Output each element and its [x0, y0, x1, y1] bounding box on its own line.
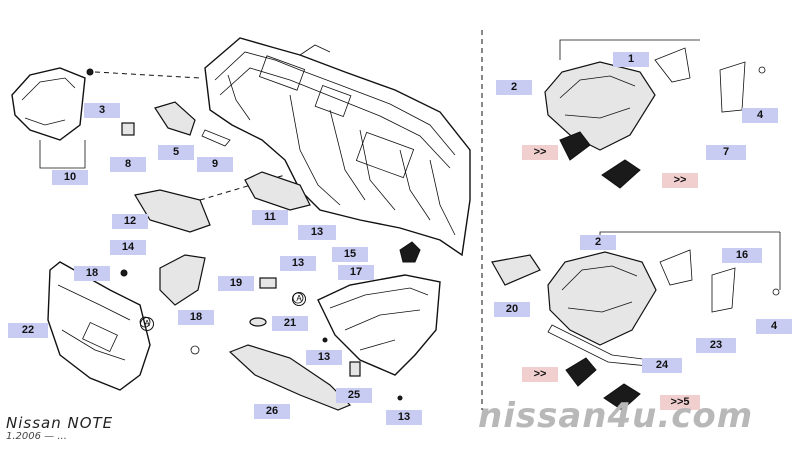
- callout-24: 24: [642, 358, 682, 373]
- callout-3: 3: [84, 103, 120, 118]
- marker-a-1: A: [140, 317, 154, 331]
- callout-15: 15: [332, 247, 368, 262]
- callout-18b: 18: [178, 310, 214, 325]
- callout-8: 8: [110, 157, 146, 172]
- callout-22: 22: [8, 323, 48, 338]
- marker-a-2: A: [292, 292, 306, 306]
- callout-5: 5: [158, 145, 194, 160]
- callout-11: 11: [252, 210, 288, 225]
- callout-19: 19: [218, 276, 254, 291]
- callout-4b: 4: [756, 319, 792, 334]
- dashboard-main-panel: [204, 37, 471, 257]
- callout-7: 7: [706, 145, 746, 160]
- part-clips: [121, 101, 231, 147]
- callout-25: 25: [336, 388, 372, 403]
- model-label: Nissan NOTE: [6, 414, 114, 432]
- part-cover-14: [159, 254, 206, 306]
- date-label: 1.2006 — ...: [6, 431, 67, 442]
- callout-23: 23: [696, 338, 736, 353]
- arrow-callout-4: >>5: [660, 395, 700, 410]
- callout-13c: 13: [306, 350, 342, 365]
- arrow-callout-2: >>: [662, 173, 698, 188]
- watermark: nissan4u.com: [478, 396, 754, 436]
- callout-16: 16: [722, 248, 762, 263]
- callout-26: 26: [254, 404, 290, 419]
- callout-2: 2: [496, 80, 532, 95]
- part-bracket-12: [134, 189, 211, 233]
- callout-2b: 2: [580, 235, 616, 250]
- part-trim-26: [228, 344, 352, 411]
- part-cluster-hood: [11, 67, 94, 141]
- arrow-callout-3: >>: [522, 367, 558, 382]
- callout-21: 21: [272, 316, 308, 331]
- callout-12: 12: [112, 214, 148, 229]
- callout-18a: 18: [74, 266, 110, 281]
- part-glovebox-17: [317, 274, 441, 376]
- part-knob-15: [399, 241, 421, 263]
- part-meter-hood-top: [544, 61, 656, 189]
- callout-14: 14: [110, 240, 146, 255]
- part-meter-hood-bottom: [547, 251, 657, 411]
- callout-10: 10: [52, 170, 88, 185]
- callout-13: 13: [298, 225, 336, 240]
- callout-17: 17: [338, 265, 374, 280]
- callout-20: 20: [494, 302, 530, 317]
- callout-4: 4: [742, 108, 778, 123]
- callout-1: 1: [613, 52, 649, 67]
- callout-13b: 13: [280, 256, 316, 271]
- arrow-callout-1: >>: [522, 145, 558, 160]
- part-duct-11: [244, 171, 311, 211]
- callout-9: 9: [197, 157, 233, 172]
- part-lower-panel-22: [47, 261, 151, 391]
- callout-13d: 13: [386, 410, 422, 425]
